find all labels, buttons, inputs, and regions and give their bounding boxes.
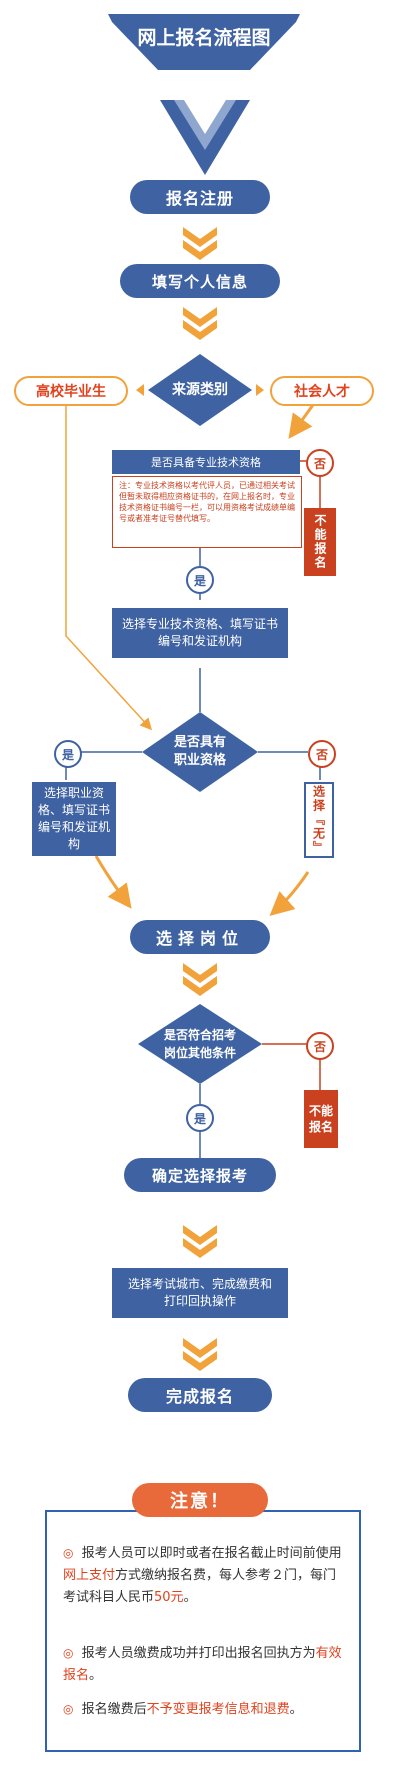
bullet-icon: ◎ xyxy=(63,1546,74,1560)
bullet-icon: ◎ xyxy=(63,1702,74,1716)
notice-item-3-a: 报名缴费后 xyxy=(81,1702,147,1717)
notice-item-3-b: 。 xyxy=(289,1702,303,1717)
source-social: 社会人才 xyxy=(270,376,374,406)
notice-item-2-a: 报考人员缴费成功并打印出报名回执方为 xyxy=(81,1646,316,1661)
chevron-down-icon xyxy=(183,963,217,996)
step-finish: 完成报名 xyxy=(128,1378,272,1412)
diamond-other-cond-line1: 是否符合招考 xyxy=(163,1028,236,1042)
notice-item-1-highlight: 网上支付 xyxy=(63,1568,116,1583)
step-choose-post: 选择岗位 xyxy=(130,920,270,954)
chevron-down-icon xyxy=(183,1338,217,1371)
reject-box: 不能报名 xyxy=(304,1090,338,1148)
source-graduate: 高校毕业生 xyxy=(14,376,128,406)
arrow-right-icon xyxy=(256,384,264,396)
yes-badge: 是 xyxy=(54,740,82,768)
chevron-down-icon xyxy=(183,1225,217,1258)
logo-v-icon xyxy=(160,100,250,175)
chevron-down-icon xyxy=(183,307,217,340)
notice-item-1: ◎ 报考人员可以即时或者在报名截止时间前使用网上支付方式缴纳报名费，每人参考２门… xyxy=(63,1542,345,1609)
page-title: 网上报名流程图 xyxy=(137,27,271,49)
step-choose-tech: 选择专业技术资格、填写证书编号和发证机构 xyxy=(112,608,288,658)
notice-item-3: ◎ 报名缴费后不予变更报考信息和退费。 xyxy=(63,1698,345,1721)
notice-item-2-b: 。 xyxy=(89,1668,103,1683)
diamond-other-cond-label: 是否符合招考 岗位其他条件 xyxy=(140,1026,260,1062)
notice-item-1-highlight2: 50元 xyxy=(154,1590,184,1605)
reject-box-text: 不能报名 xyxy=(308,1104,333,1134)
reject-box: 不能报名 xyxy=(304,508,336,576)
diamond-job-qual-line1: 是否具有 xyxy=(173,735,226,750)
arrow-left-icon xyxy=(136,384,144,396)
no-badge: 否 xyxy=(306,1032,334,1060)
diamond-job-qual-label: 是否具有 职业资格 xyxy=(150,734,250,770)
notice-box: ◎ 报考人员可以即时或者在报名截止时间前使用网上支付方式缴纳报名费，每人参考２门… xyxy=(45,1510,361,1752)
step-fill-info: 填写个人信息 xyxy=(120,264,280,298)
diamond-other-cond-line2: 岗位其他条件 xyxy=(163,1046,236,1060)
notice-item-2-highlight: 有效报名 xyxy=(63,1646,342,1683)
title-banner-shape xyxy=(108,14,300,70)
step-register: 报名注册 xyxy=(130,180,270,214)
yes-badge: 是 xyxy=(186,566,214,594)
step-choose-job: 选择职业资格、填写证书编号和发证机构 xyxy=(32,782,116,856)
notice-item-1-a: 报考人员可以即时或者在报名截止时间前使用 xyxy=(81,1546,342,1561)
diamond-job-qual-line2: 职业资格 xyxy=(173,753,226,768)
bullet-icon: ◎ xyxy=(63,1646,74,1660)
diamond-source-type xyxy=(148,354,252,426)
yes-badge: 是 xyxy=(186,1104,214,1132)
choose-none-box: 选择『无』 xyxy=(304,782,334,858)
diamond-source-type-label: 来源类别 xyxy=(172,382,228,398)
no-badge: 否 xyxy=(308,740,336,768)
notice-item-3-highlight: 不予变更报考信息和退费 xyxy=(146,1702,290,1717)
step-confirm: 确定选择报考 xyxy=(124,1158,276,1192)
diamond-job-qual xyxy=(142,712,258,792)
notice-item-2: ◎ 报考人员缴费成功并打印出报名回执方为有效报名。 xyxy=(63,1642,345,1687)
tech-note: 注：专业技术资格以考代评人员，已通过相关考试但暂未取得相应资格证书的，在网上报名… xyxy=(112,476,302,548)
no-badge: 否 xyxy=(306,449,334,477)
step-has-tech-qual: 是否具备专业技术资格 xyxy=(112,450,300,474)
notice-title: 注意！ xyxy=(132,1483,268,1517)
chevron-down-icon xyxy=(183,227,217,260)
diamond-other-cond xyxy=(138,1004,262,1084)
notice-item-1-b: 方式缴纳报名费，每人参考２门，每门考试科目人民币 xyxy=(63,1568,337,1605)
step-city-pay: 选择考试城市、完成缴费和打印回执操作 xyxy=(112,1268,288,1318)
notice-item-1-c: 。 xyxy=(183,1590,197,1605)
